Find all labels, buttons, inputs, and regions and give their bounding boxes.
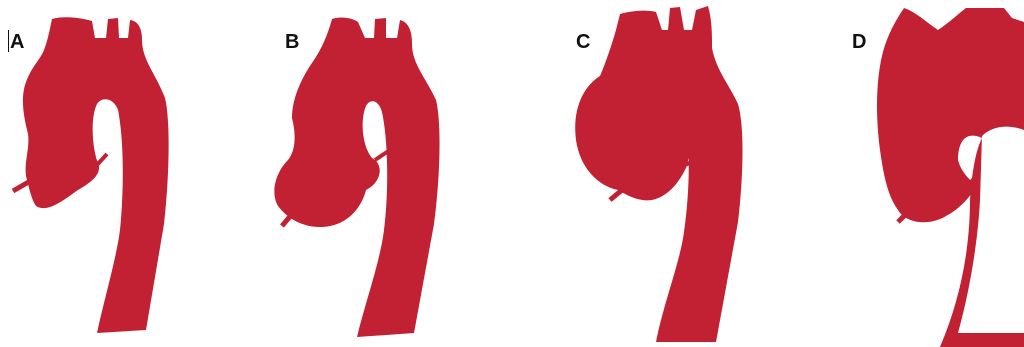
- coronary-branch-left-b: [282, 214, 292, 226]
- coronary-branch-right-a: [96, 154, 107, 166]
- aorta-panel-d: [877, 8, 1024, 347]
- aorta-panel-c: [575, 6, 742, 342]
- aorta-shape-b: [274, 18, 439, 337]
- aorta-panel-a: [13, 17, 169, 333]
- aorta-shape-c: [575, 6, 742, 342]
- panel-label-b: B: [285, 32, 299, 52]
- panel-label-c: C: [576, 32, 590, 52]
- aorta-shape-a: [23, 17, 169, 333]
- text-cursor: [8, 30, 9, 52]
- aorta-panel-b: [274, 18, 439, 337]
- panel-label-a: A: [10, 32, 24, 52]
- coronary-branch-left-c: [610, 190, 622, 200]
- aorta-shape-d: [877, 8, 1024, 347]
- panel-label-d: D: [852, 32, 866, 52]
